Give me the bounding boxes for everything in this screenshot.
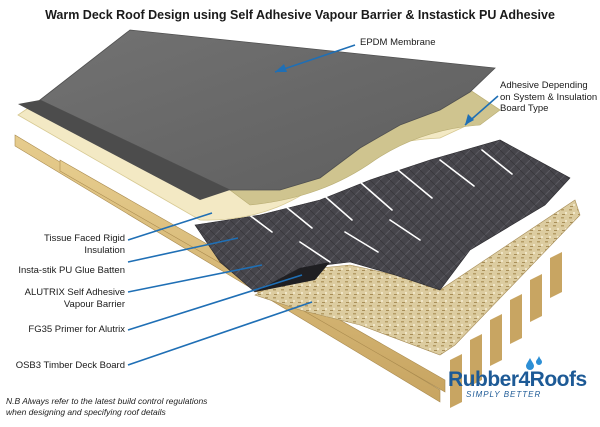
label-epdm-membrane: EPDM Membrane	[360, 37, 436, 49]
label-adhesive-line-1: Adhesive Depending	[500, 80, 597, 92]
water-drops-icon	[524, 356, 544, 372]
label-alutrix-line-2: Vapour Barrier	[0, 299, 125, 311]
regulations-note: N.B Always refer to the latest build con…	[6, 396, 256, 417]
label-osb-deck: OSB3 Timber Deck Board	[0, 360, 125, 372]
label-adhesive: Adhesive Depending on System & Insulatio…	[500, 80, 597, 115]
note-line-1: N.B Always refer to the latest build con…	[6, 396, 256, 407]
label-tissue-insulation: Tissue Faced Rigid Insulation	[0, 233, 125, 256]
label-primer: FG35 Primer for Alutrix	[0, 324, 125, 336]
label-adhesive-line-3: Board Type	[500, 103, 597, 115]
rubber4roofs-logo: Rubber4Roofs SIMPLY BETTER	[448, 368, 593, 399]
logo-name: Rubber4Roofs	[448, 368, 593, 392]
leader-osb	[128, 302, 312, 365]
label-alutrix-line-1: ALUTRIX Self Adhesive	[0, 287, 125, 299]
note-line-2: when designing and specifying roof detai…	[6, 407, 256, 418]
label-glue-batten: Insta-stik PU Glue Batten	[0, 265, 125, 277]
label-tissue-line-2: Insulation	[0, 245, 125, 257]
label-alutrix: ALUTRIX Self Adhesive Vapour Barrier	[0, 287, 125, 310]
label-tissue-line-1: Tissue Faced Rigid	[0, 233, 125, 245]
label-adhesive-line-2: on System & Insulation	[500, 92, 597, 104]
